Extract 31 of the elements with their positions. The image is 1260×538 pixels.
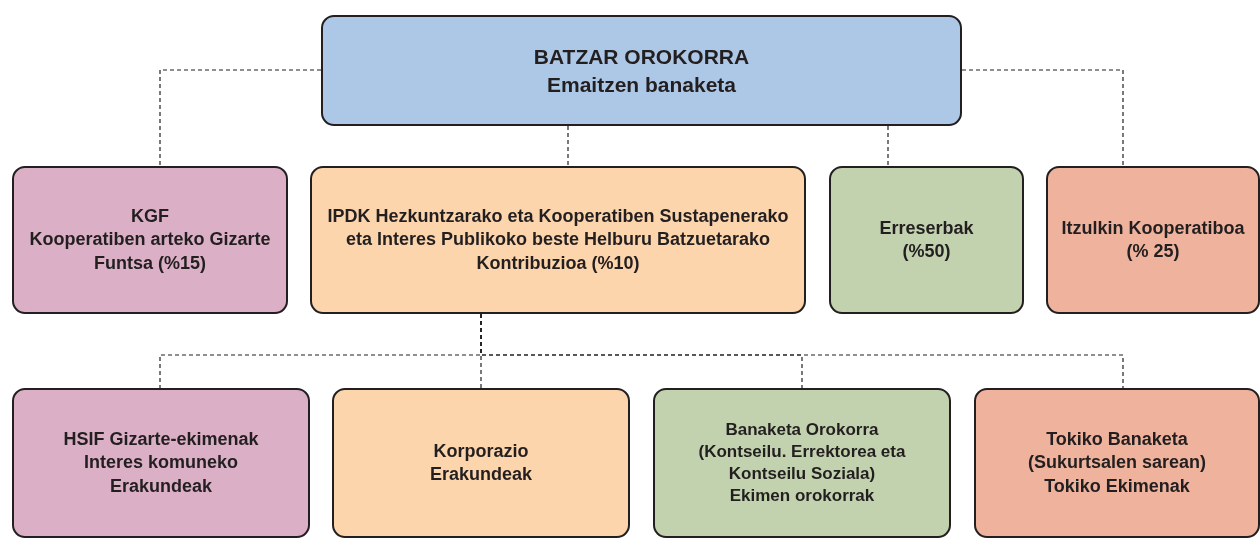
node-text: Korporazio Erakundeak bbox=[428, 439, 534, 486]
connector-line bbox=[961, 69, 1124, 167]
node-text: Tokiko Banaketa bbox=[1046, 427, 1188, 451]
node-text: BATZAR OROKORRA bbox=[533, 44, 750, 71]
process-box bbox=[653, 388, 951, 538]
node-text: Kooperatiben arteko Gizarte Funtsa (%15) bbox=[28, 228, 272, 275]
process-box bbox=[12, 388, 310, 538]
connector-line bbox=[480, 313, 1124, 389]
node-text: Itzulkin Kooperatiboa bbox=[1061, 216, 1245, 240]
connector-line bbox=[887, 125, 889, 167]
node-text: Tokiko Ekimenak bbox=[1044, 474, 1190, 498]
node-text: Erreserbak bbox=[879, 216, 974, 240]
process-box bbox=[310, 166, 806, 314]
node-text: KGF bbox=[131, 204, 169, 228]
connector-line bbox=[567, 125, 569, 167]
node-text: IPDK Hezkuntzarako eta Kooperatiben Sustapenerako eta Interes Publikoko beste Helburu Batzuetarako Kontribuzioa (%10) bbox=[326, 204, 790, 275]
node-text: (Sukurtsalen sarean) bbox=[1027, 451, 1207, 475]
node-text: (Kontseilu. Errektorea eta Kontseilu Soziala) bbox=[697, 440, 907, 485]
node-text: Emaitzen banaketa bbox=[546, 71, 737, 98]
process-box bbox=[1046, 166, 1260, 314]
process-box bbox=[12, 166, 288, 314]
process-box bbox=[829, 166, 1024, 314]
node-text: HSIF Gizarte-ekimenak Interes komuneko Erakundeak bbox=[62, 427, 260, 498]
process-box bbox=[332, 388, 630, 538]
node-text: Ekimen orokorrak bbox=[729, 485, 875, 508]
process-box bbox=[974, 388, 1260, 538]
heading-box bbox=[321, 15, 962, 126]
node-text: (% 25) bbox=[1126, 240, 1180, 263]
node-text: Banaketa Orokorra bbox=[725, 418, 879, 441]
connector-line bbox=[159, 69, 322, 167]
node-text: (%50) bbox=[902, 240, 951, 263]
